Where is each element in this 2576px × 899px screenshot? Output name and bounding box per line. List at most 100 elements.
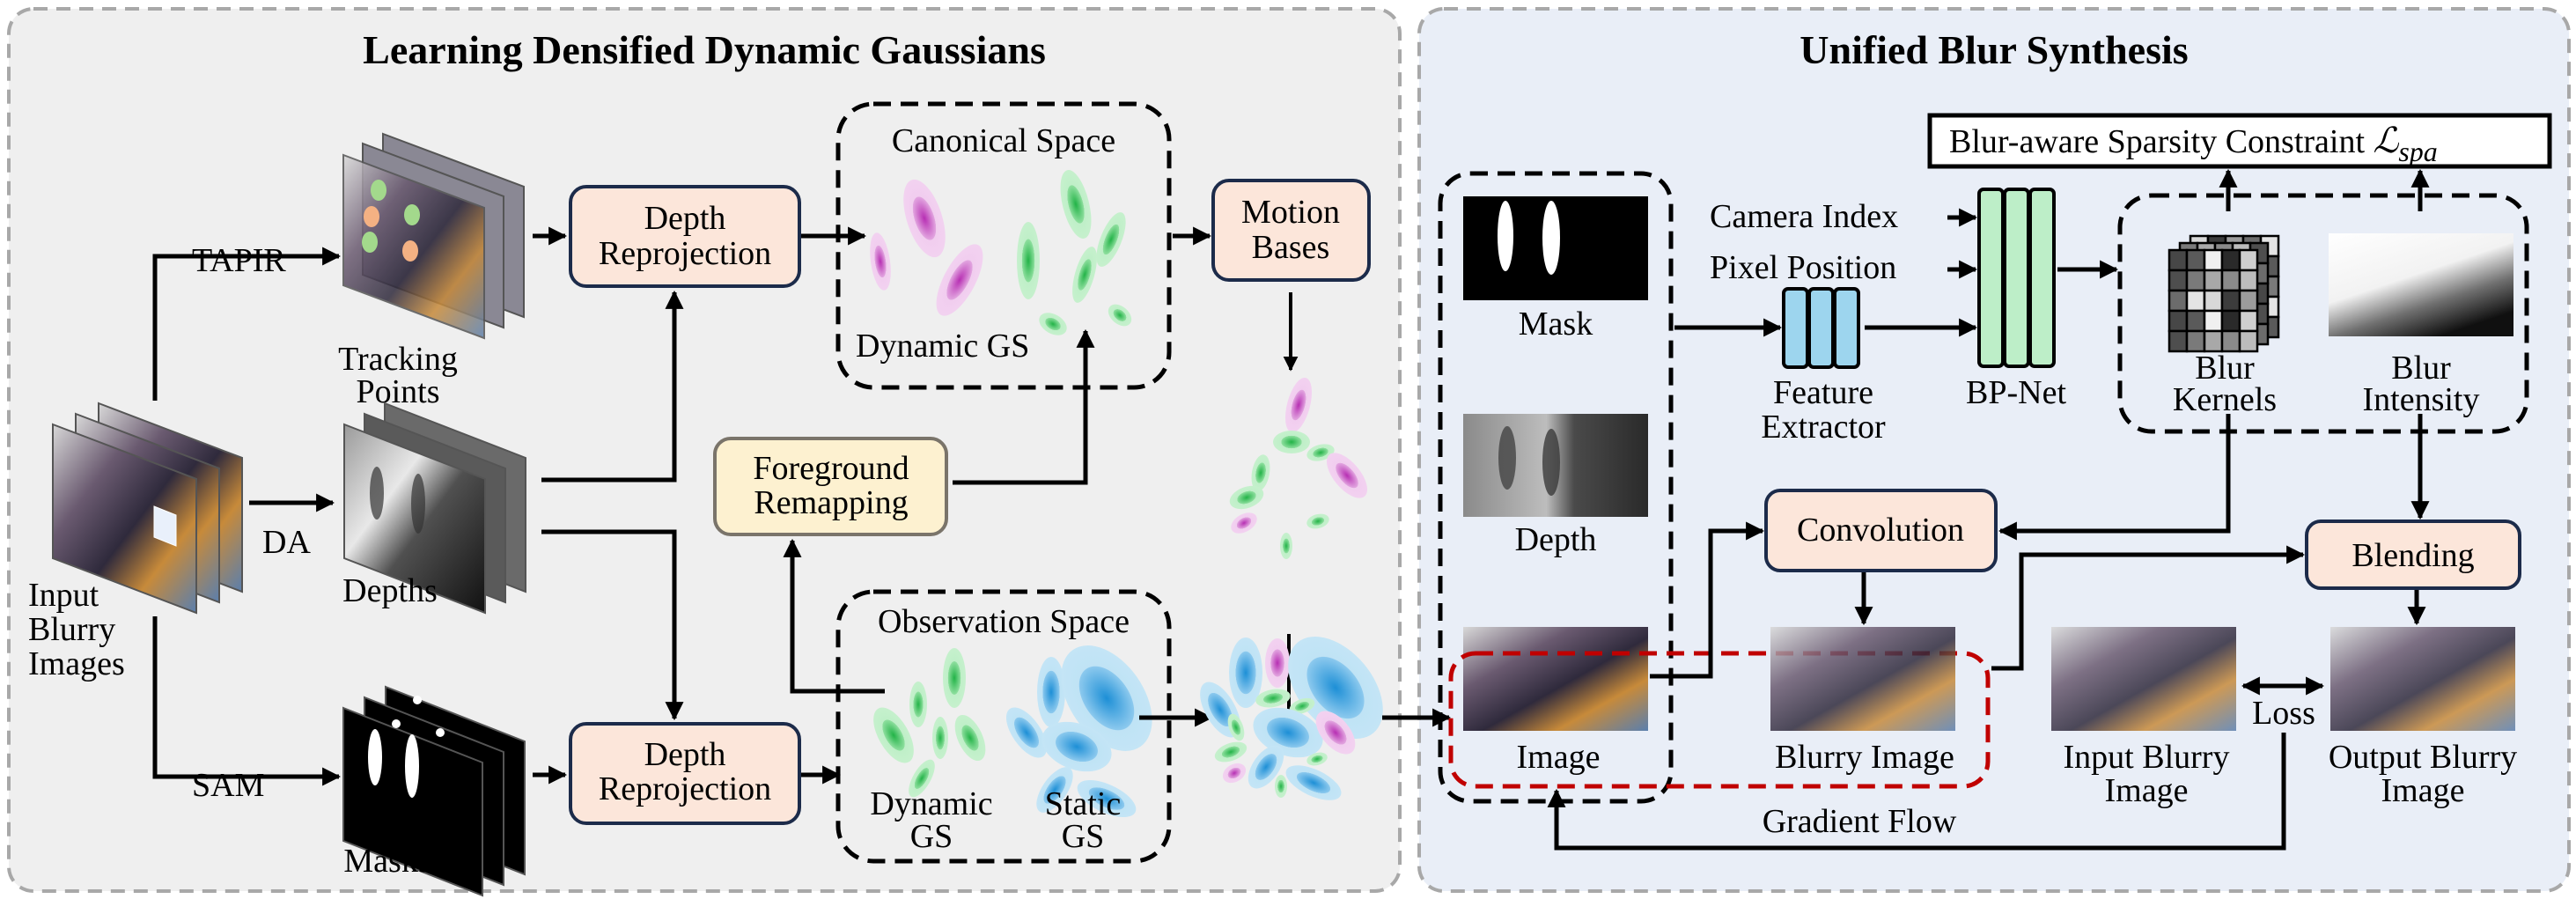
render-highlight-group bbox=[1448, 651, 1991, 789]
feature-extractor-label-2: Extractor bbox=[1761, 409, 1886, 446]
canonical-dynamic-gaussians bbox=[870, 170, 1132, 335]
motion-bases-label-2: Bases bbox=[1252, 229, 1330, 266]
canonical-dynamic-gs-label: Dynamic GS bbox=[856, 328, 1029, 365]
loss-label: Loss bbox=[2252, 695, 2315, 732]
deformed-dynamic-gaussians bbox=[1229, 377, 1368, 559]
input-images-label-3: Images bbox=[28, 645, 125, 682]
kernel-cell bbox=[2238, 269, 2259, 292]
edge-tapir bbox=[152, 247, 342, 401]
blur-kernels-label-2: Kernels bbox=[2173, 381, 2277, 418]
blurry-image-thumbnail bbox=[1770, 627, 1955, 731]
depth-reprojection-top-box[interactable]: Depth Reprojection bbox=[569, 185, 801, 288]
input-images-stack bbox=[52, 402, 243, 615]
edge-kernels-to-convolution bbox=[1998, 414, 2231, 541]
observation-static-gaussians bbox=[1005, 645, 1152, 818]
kernel-cell bbox=[2185, 329, 2206, 353]
bp-net-block[interactable] bbox=[1977, 188, 2056, 368]
output-blurry-image-label-2: Image bbox=[2381, 772, 2465, 809]
tracking-points-label-2: Points bbox=[356, 373, 439, 410]
output-blurry-image-label-1: Output Blurry bbox=[2329, 739, 2517, 776]
depths-label: Depths bbox=[342, 572, 438, 609]
depth-reprojection-bottom-box[interactable]: Depth Reprojection bbox=[569, 722, 801, 825]
convolution-box[interactable]: Convolution bbox=[1764, 489, 1998, 572]
kernel-cell bbox=[2238, 329, 2259, 353]
kernel-cell bbox=[2168, 248, 2189, 272]
edge-da-label: DA bbox=[262, 524, 311, 561]
kernel-cell bbox=[2203, 248, 2224, 272]
foreground-remapping-label-2: Remapping bbox=[754, 484, 908, 521]
mask-image bbox=[1463, 196, 1648, 300]
masks-stack bbox=[342, 685, 526, 897]
observation-dynamic-gs-label-2: GS bbox=[910, 818, 953, 855]
gradient-flow-label: Gradient Flow bbox=[1763, 803, 1957, 840]
depths-stack bbox=[343, 402, 526, 615]
loss-subscript: spa bbox=[2398, 136, 2437, 167]
blur-kernels-icon bbox=[2168, 234, 2280, 353]
loss-symbol: ℒ bbox=[2374, 121, 2400, 160]
motion-bases-box[interactable]: Motion Bases bbox=[1211, 179, 1371, 282]
kernel-cell bbox=[2203, 309, 2224, 333]
kernel-cell bbox=[2185, 289, 2206, 313]
input-blurry-image-label-1: Input Blurry bbox=[2064, 739, 2230, 776]
edge-image-to-convolution bbox=[1650, 521, 1765, 679]
edge-depths-to-reproj-top bbox=[541, 290, 684, 483]
kernel-cell bbox=[2238, 248, 2259, 272]
output-blurry-image-thumbnail bbox=[2330, 627, 2515, 731]
blur-intensity-label-1: Blur bbox=[2391, 350, 2451, 387]
kernel-cell bbox=[2168, 309, 2189, 333]
kernel-cell bbox=[2185, 269, 2206, 292]
feature-extractor-block[interactable] bbox=[1782, 287, 1860, 369]
blur-intensity-image bbox=[2329, 233, 2513, 336]
left-panel-title: Learning Densified Dynamic Gaussians bbox=[363, 27, 1046, 72]
kernel-cell bbox=[2168, 329, 2189, 353]
kernel-cell bbox=[2185, 248, 2206, 272]
kernel-cell bbox=[2220, 289, 2241, 313]
input-images-label-2: Blurry bbox=[28, 611, 115, 648]
edge-observation-to-remap bbox=[783, 538, 885, 694]
observation-static-gs-label-2: GS bbox=[1062, 818, 1105, 855]
observation-dynamic-gs-label-1: Dynamic bbox=[870, 785, 992, 822]
feature-extractor-label-1: Feature bbox=[1773, 374, 1873, 411]
motion-bases-label-1: Motion bbox=[1241, 194, 1340, 231]
tracking-points-label-1: Tracking bbox=[338, 341, 458, 378]
input-images-label-1: Input bbox=[28, 577, 99, 614]
kernel-cell bbox=[2168, 269, 2189, 292]
sparsity-constraint-box[interactable]: Blur-aware Sparsity Constraint ℒspa bbox=[1927, 113, 2552, 169]
edge-blurry-to-blending bbox=[1991, 545, 2306, 671]
canonical-space-label: Canonical Space bbox=[892, 122, 1115, 159]
image-thumbnail bbox=[1463, 627, 1648, 731]
kernel-cell bbox=[2238, 309, 2259, 333]
merged-gaussians bbox=[1200, 637, 1383, 800]
edge-tapir-label: TAPIR bbox=[192, 242, 286, 279]
blur-outputs-group bbox=[2117, 193, 2529, 434]
pixel-position-label: Pixel Position bbox=[1710, 249, 1896, 286]
depth-reprojection-top-label-2: Reprojection bbox=[599, 235, 771, 272]
kernel-cell bbox=[2220, 269, 2241, 292]
sparsity-constraint-label: Blur-aware Sparsity Constraint ℒspa bbox=[1949, 121, 2438, 167]
foreground-remapping-box[interactable]: Foreground Remapping bbox=[713, 437, 948, 536]
depth-image bbox=[1463, 414, 1648, 517]
right-panel-title: Unified Blur Synthesis bbox=[1800, 27, 2188, 72]
edge-sam-label: SAM bbox=[192, 767, 264, 804]
camera-index-label: Camera Index bbox=[1710, 198, 1898, 235]
edge-remap-to-canonical bbox=[953, 328, 1095, 485]
convolution-label: Convolution bbox=[1797, 512, 1964, 549]
foreground-remapping-label-1: Foreground bbox=[753, 450, 909, 487]
input-blurry-image-label-2: Image bbox=[2105, 772, 2189, 809]
blur-kernels-label-1: Blur bbox=[2195, 350, 2255, 387]
canonical-space-group bbox=[835, 101, 1172, 390]
kernel-cell bbox=[2203, 269, 2224, 292]
blurry-image-label: Blurry Image bbox=[1775, 739, 1954, 776]
blending-box[interactable]: Blending bbox=[2305, 520, 2521, 590]
bp-net-label: BP-Net bbox=[1966, 374, 2066, 411]
depth-reprojection-bottom-label-1: Depth bbox=[644, 736, 726, 773]
edge-sam bbox=[152, 616, 342, 786]
blending-label: Blending bbox=[2352, 537, 2474, 574]
kernel-cell bbox=[2220, 309, 2241, 333]
input-blurry-image-thumbnail bbox=[2051, 627, 2236, 731]
observation-dynamic-gaussians bbox=[873, 648, 986, 798]
edge-depths-to-reproj-bottom bbox=[541, 529, 684, 721]
kernel-cell bbox=[2185, 309, 2206, 333]
blur-intensity-label-2: Intensity bbox=[2363, 381, 2480, 418]
